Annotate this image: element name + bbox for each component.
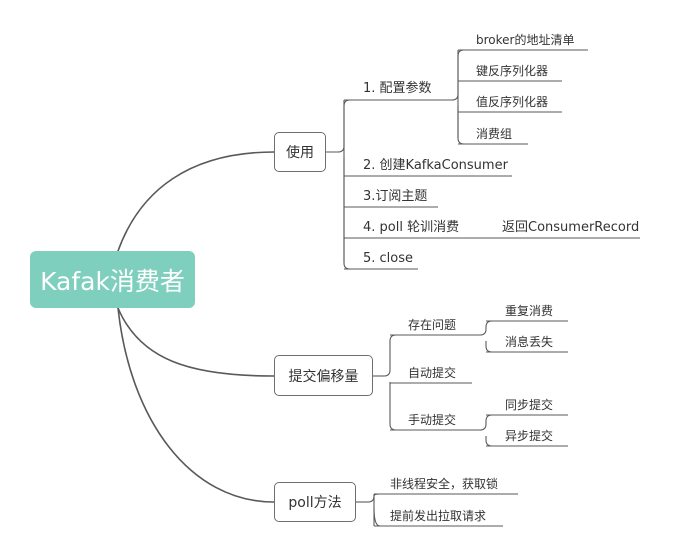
link-root-poll <box>117 307 275 503</box>
link-config-bracket <box>440 50 459 138</box>
config-item[interactable]: 消费组 <box>476 127 513 141</box>
link-use-trunk <box>337 99 351 270</box>
subtopic-auto-commit[interactable]: 自动提交 <box>408 366 457 380</box>
subtopic-poll-loop[interactable]: 4. poll 轮训消费 <box>363 220 460 235</box>
link-root-commit <box>117 307 275 377</box>
issue-item[interactable]: 消息丢失 <box>505 335 554 349</box>
manual-item[interactable]: 异步提交 <box>505 429 554 443</box>
poll-item[interactable]: 非线程安全，获取锁 <box>390 477 499 491</box>
config-item[interactable]: 值反序列化器 <box>476 95 549 109</box>
link-root-use <box>117 151 275 252</box>
subtopic-poll-result[interactable]: 返回ConsumerRecord <box>502 220 640 235</box>
topic-poll-method[interactable]: poll方法 <box>274 482 356 522</box>
subtopic-issues[interactable]: 存在问题 <box>408 318 457 332</box>
link-issues-trunk <box>472 320 493 353</box>
topic-use[interactable]: 使用 <box>274 132 326 172</box>
issue-item[interactable]: 重复消费 <box>505 304 554 318</box>
link-config-trunk <box>451 49 465 145</box>
link-manual-trunk <box>472 414 493 447</box>
config-item[interactable]: 键反序列化器 <box>476 64 549 78</box>
root-topic[interactable]: Kafak消费者 <box>30 251 195 308</box>
config-item[interactable]: broker的地址清单 <box>476 33 575 47</box>
subtopic-manual-commit[interactable]: 手动提交 <box>408 413 457 427</box>
subtopic-config-params[interactable]: 1. 配置参数 <box>363 81 432 96</box>
subtopic-close[interactable]: 5. close <box>363 251 414 266</box>
manual-item[interactable]: 同步提交 <box>505 398 554 412</box>
poll-item[interactable]: 提前发出拉取请求 <box>390 509 487 523</box>
subtopic-create-consumer[interactable]: 2. 创建KafkaConsumer <box>363 158 508 173</box>
topic-commit-offset[interactable]: 提交偏移量 <box>274 355 373 396</box>
subtopic-subscribe[interactable]: 3.订阅主题 <box>363 189 428 204</box>
